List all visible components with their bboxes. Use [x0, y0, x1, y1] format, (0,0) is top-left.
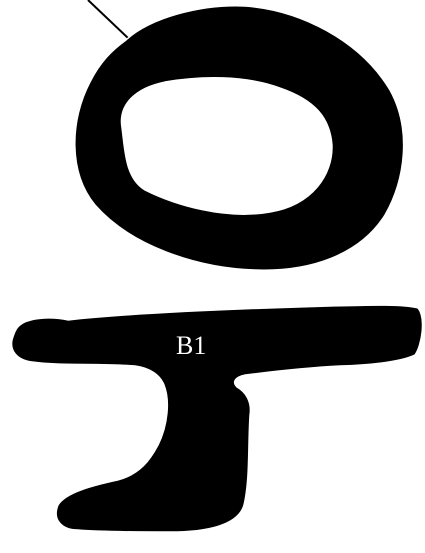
b1-label: B1 [176, 331, 206, 361]
leader-line [88, 0, 128, 38]
hook-shape [12, 305, 423, 532]
ring-shape [75, 6, 404, 270]
